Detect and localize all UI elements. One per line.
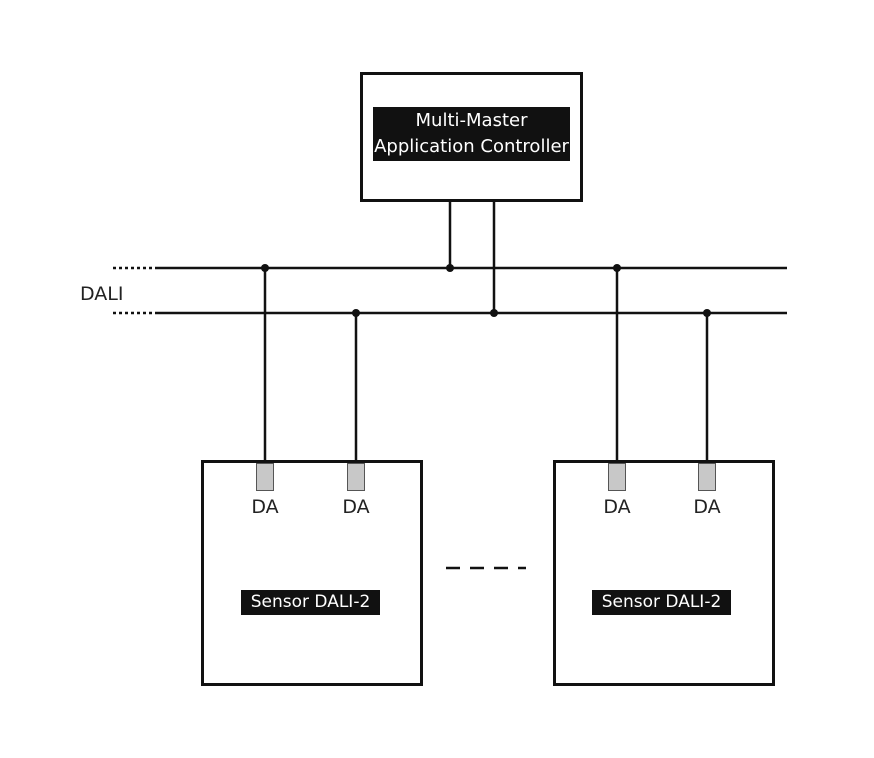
- sensor-2-terminal-2-label: DA: [693, 496, 721, 518]
- sensor-1-terminal-2-label: DA: [342, 496, 370, 518]
- junction-dot: [613, 264, 621, 272]
- junction-dot: [446, 264, 454, 272]
- controller-label-line-2: Application Controller: [374, 136, 569, 157]
- sensor-1-terminal-1: [256, 463, 274, 491]
- junction-dot: [261, 264, 269, 272]
- junction-dot: [352, 309, 360, 317]
- sensor-1-label: Sensor DALI-2: [241, 590, 380, 615]
- controller-label: Multi-Master Application Controller: [373, 107, 570, 161]
- sensor-box-1: [201, 460, 423, 686]
- sensor-box-2: [553, 460, 775, 686]
- controller-label-line-1: Multi-Master: [415, 110, 528, 131]
- sensor-2-label: Sensor DALI-2: [592, 590, 731, 615]
- bus-label: DALI: [80, 283, 124, 305]
- sensor-2-terminal-1: [608, 463, 626, 491]
- junction-dot: [490, 309, 498, 317]
- junction-dot: [703, 309, 711, 317]
- sensor-2-terminal-1-label: DA: [603, 496, 631, 518]
- sensor-1-terminal-1-label: DA: [251, 496, 279, 518]
- sensor-1-terminal-2: [347, 463, 365, 491]
- sensor-2-terminal-2: [698, 463, 716, 491]
